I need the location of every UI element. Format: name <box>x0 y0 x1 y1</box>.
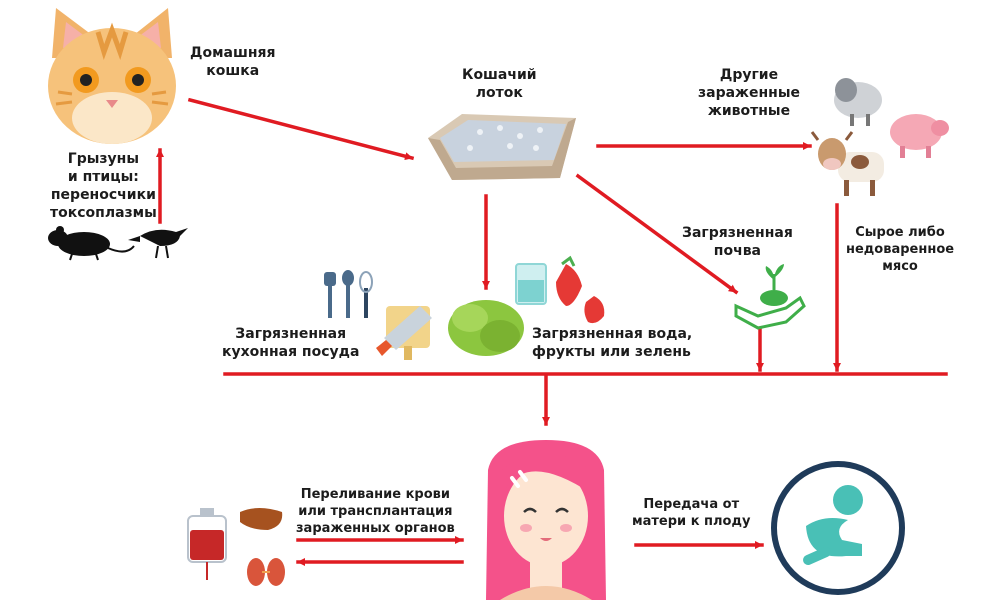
label-litter-box: Кошачий лоток <box>462 67 537 101</box>
label-mother-to-fetus: Передача от матери к плоду <box>632 497 751 529</box>
label-raw-meat: Сырое либо недоваренное мясо <box>846 225 955 274</box>
arrow-litter-to-soil <box>575 173 739 295</box>
label-soil: Загрязненная почва <box>682 225 793 259</box>
label-domestic-cat: Домашняя кошка <box>190 45 276 79</box>
arrow-cat-to-litter <box>187 97 415 161</box>
label-other-animals: Другие зараженные животные <box>698 67 800 119</box>
label-carriers: Грызуны и птицы: переносчики токсоплазмы <box>50 151 157 221</box>
label-water-fruit: Загрязненная вода, фрукты или зелень <box>532 326 693 360</box>
label-kitchenware: Загрязненная кухонная посуда <box>222 326 360 360</box>
label-transfusion: Переливание крови или трансплантация зар… <box>296 487 455 536</box>
